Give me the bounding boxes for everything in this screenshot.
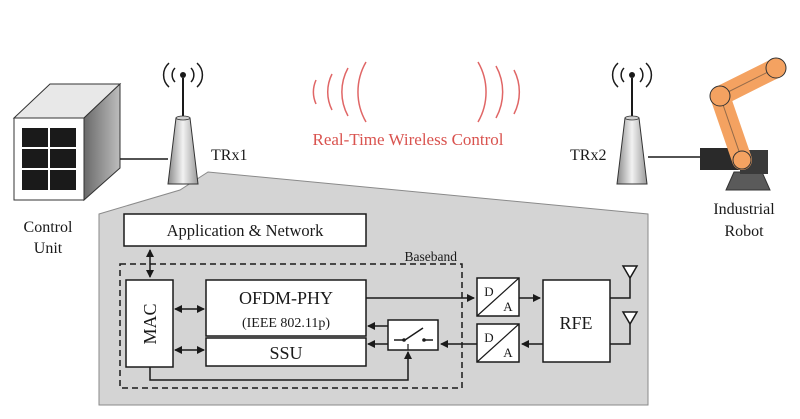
app-network-block (123, 213, 367, 247)
robot-label-1: Industrial (713, 201, 775, 218)
ofdm-phy-block (205, 279, 367, 337)
mac-switch-control (149, 351, 412, 381)
robot-label-2: Robot (724, 223, 764, 240)
adc-block (476, 323, 520, 363)
wireless-label: Real-Time Wireless Control (312, 130, 503, 149)
baseband-box (119, 263, 463, 389)
ofdm-phy-label: OFDM-PHY (239, 288, 333, 308)
dac-block (476, 277, 520, 317)
rfe-block (542, 279, 611, 363)
antenna-rx-icon (610, 311, 639, 345)
baseband-label: Baseband (405, 249, 458, 264)
industrial-robot-icon (700, 57, 787, 191)
control-unit-label-2: Unit (34, 240, 63, 257)
ssu-block (205, 337, 367, 367)
app-network-label: Application & Network (167, 221, 324, 240)
mac-label: MAC (140, 303, 160, 344)
trx2-tower-icon (611, 62, 653, 185)
rfe-label: RFE (559, 313, 592, 333)
antenna-tx-icon (610, 265, 639, 299)
adc-a-label: A (503, 345, 513, 360)
trx1-tower-icon (162, 62, 204, 185)
dac-d-label: D (484, 284, 493, 299)
control-unit-icon (12, 82, 122, 202)
switch-icon (387, 319, 439, 351)
ssu-label: SSU (269, 343, 302, 363)
trx1-label: TRx1 (211, 147, 247, 164)
mac-block (125, 279, 174, 368)
control-unit-label-1: Control (24, 219, 73, 236)
ieee-label: (IEEE 802.11p) (242, 316, 330, 331)
adc-d-label: D (484, 330, 493, 345)
dac-a-label: A (503, 299, 513, 314)
wireless-waves-icon (312, 61, 521, 123)
trx2-label: TRx2 (570, 147, 606, 164)
